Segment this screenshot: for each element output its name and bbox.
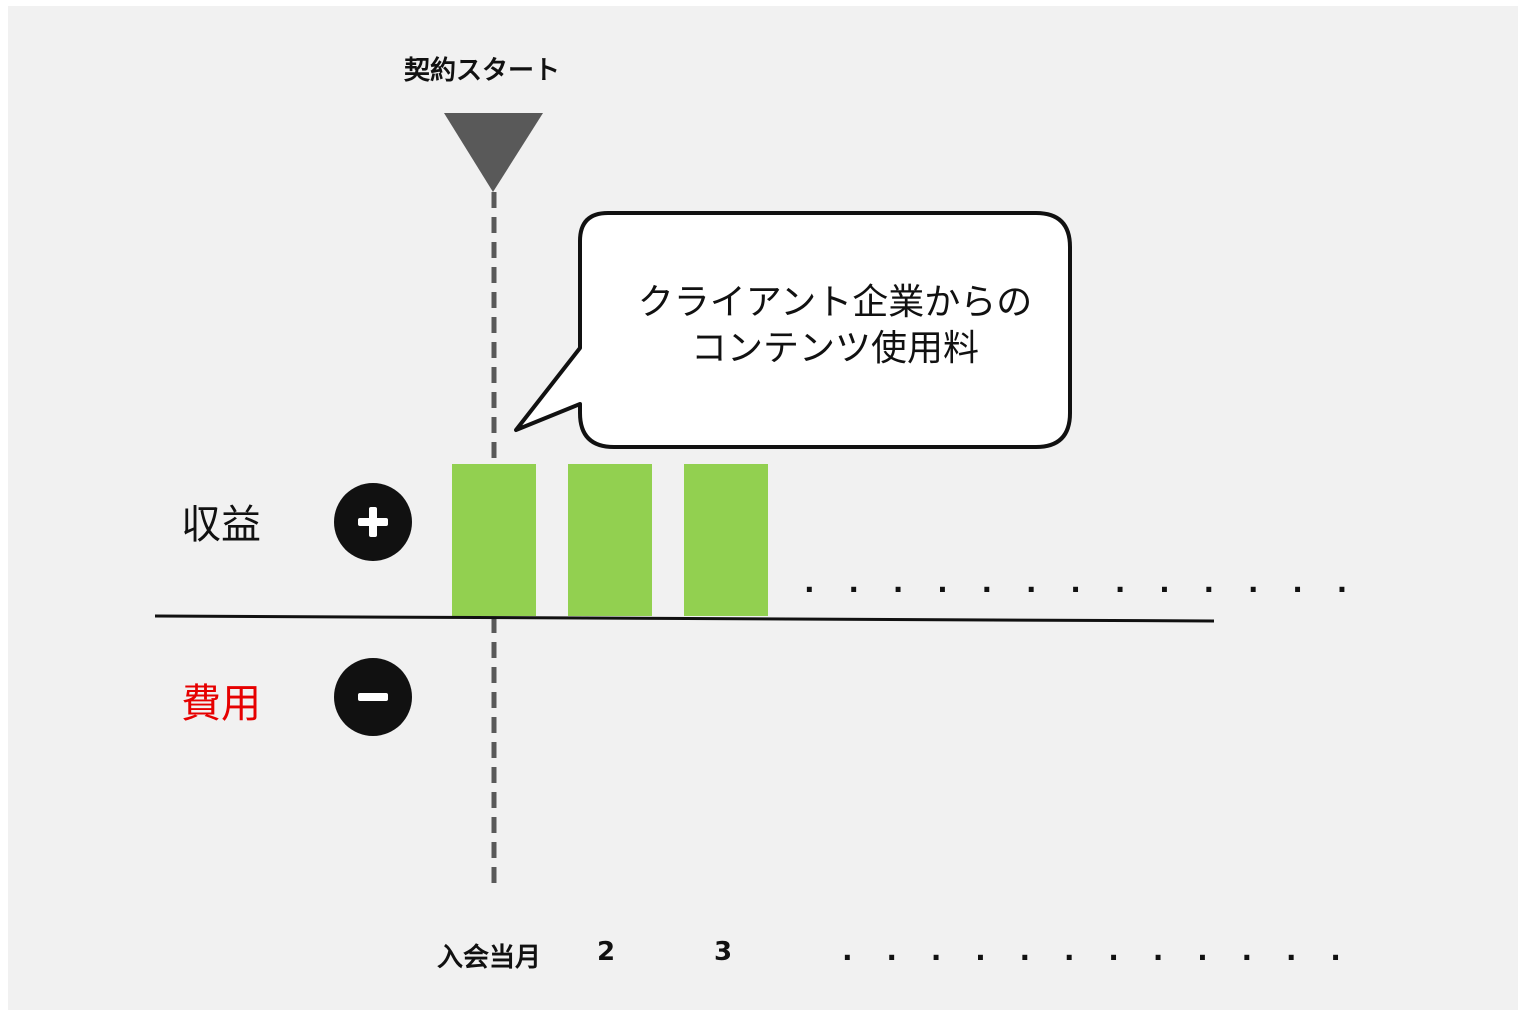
plus-circle-icon — [334, 483, 412, 561]
speech-bubble-line1: クライアント企業からの — [637, 282, 1033, 323]
revenue-bar-3 — [684, 464, 768, 616]
ellipsis-lower: . . . . . . . . . . . . — [842, 934, 1353, 967]
baseline-axis — [154, 614, 1215, 623]
x-tick-2: 2 — [597, 937, 616, 967]
revenue-bar-2 — [568, 464, 652, 616]
revenue-bars — [452, 464, 768, 616]
minus-circle-icon — [334, 658, 412, 736]
x-tick-3: 3 — [714, 937, 733, 967]
ellipsis-upper: . . . . . . . . . . . . . — [804, 566, 1360, 599]
x-tick-1: 入会当月 — [437, 943, 542, 973]
revenue-bar-1 — [452, 464, 536, 616]
revenue-label: 収益 — [181, 502, 261, 548]
speech-bubble-line2: コンテンツ使用料 — [690, 328, 979, 369]
contract-start-label: 契約スタート — [404, 56, 561, 86]
speech-bubble-text: クライアント企業からの コンテンツ使用料 — [600, 280, 1070, 372]
expense-label: 費用 — [181, 681, 261, 727]
speech-bubble — [514, 211, 1072, 449]
triangle-down-icon — [444, 113, 543, 192]
